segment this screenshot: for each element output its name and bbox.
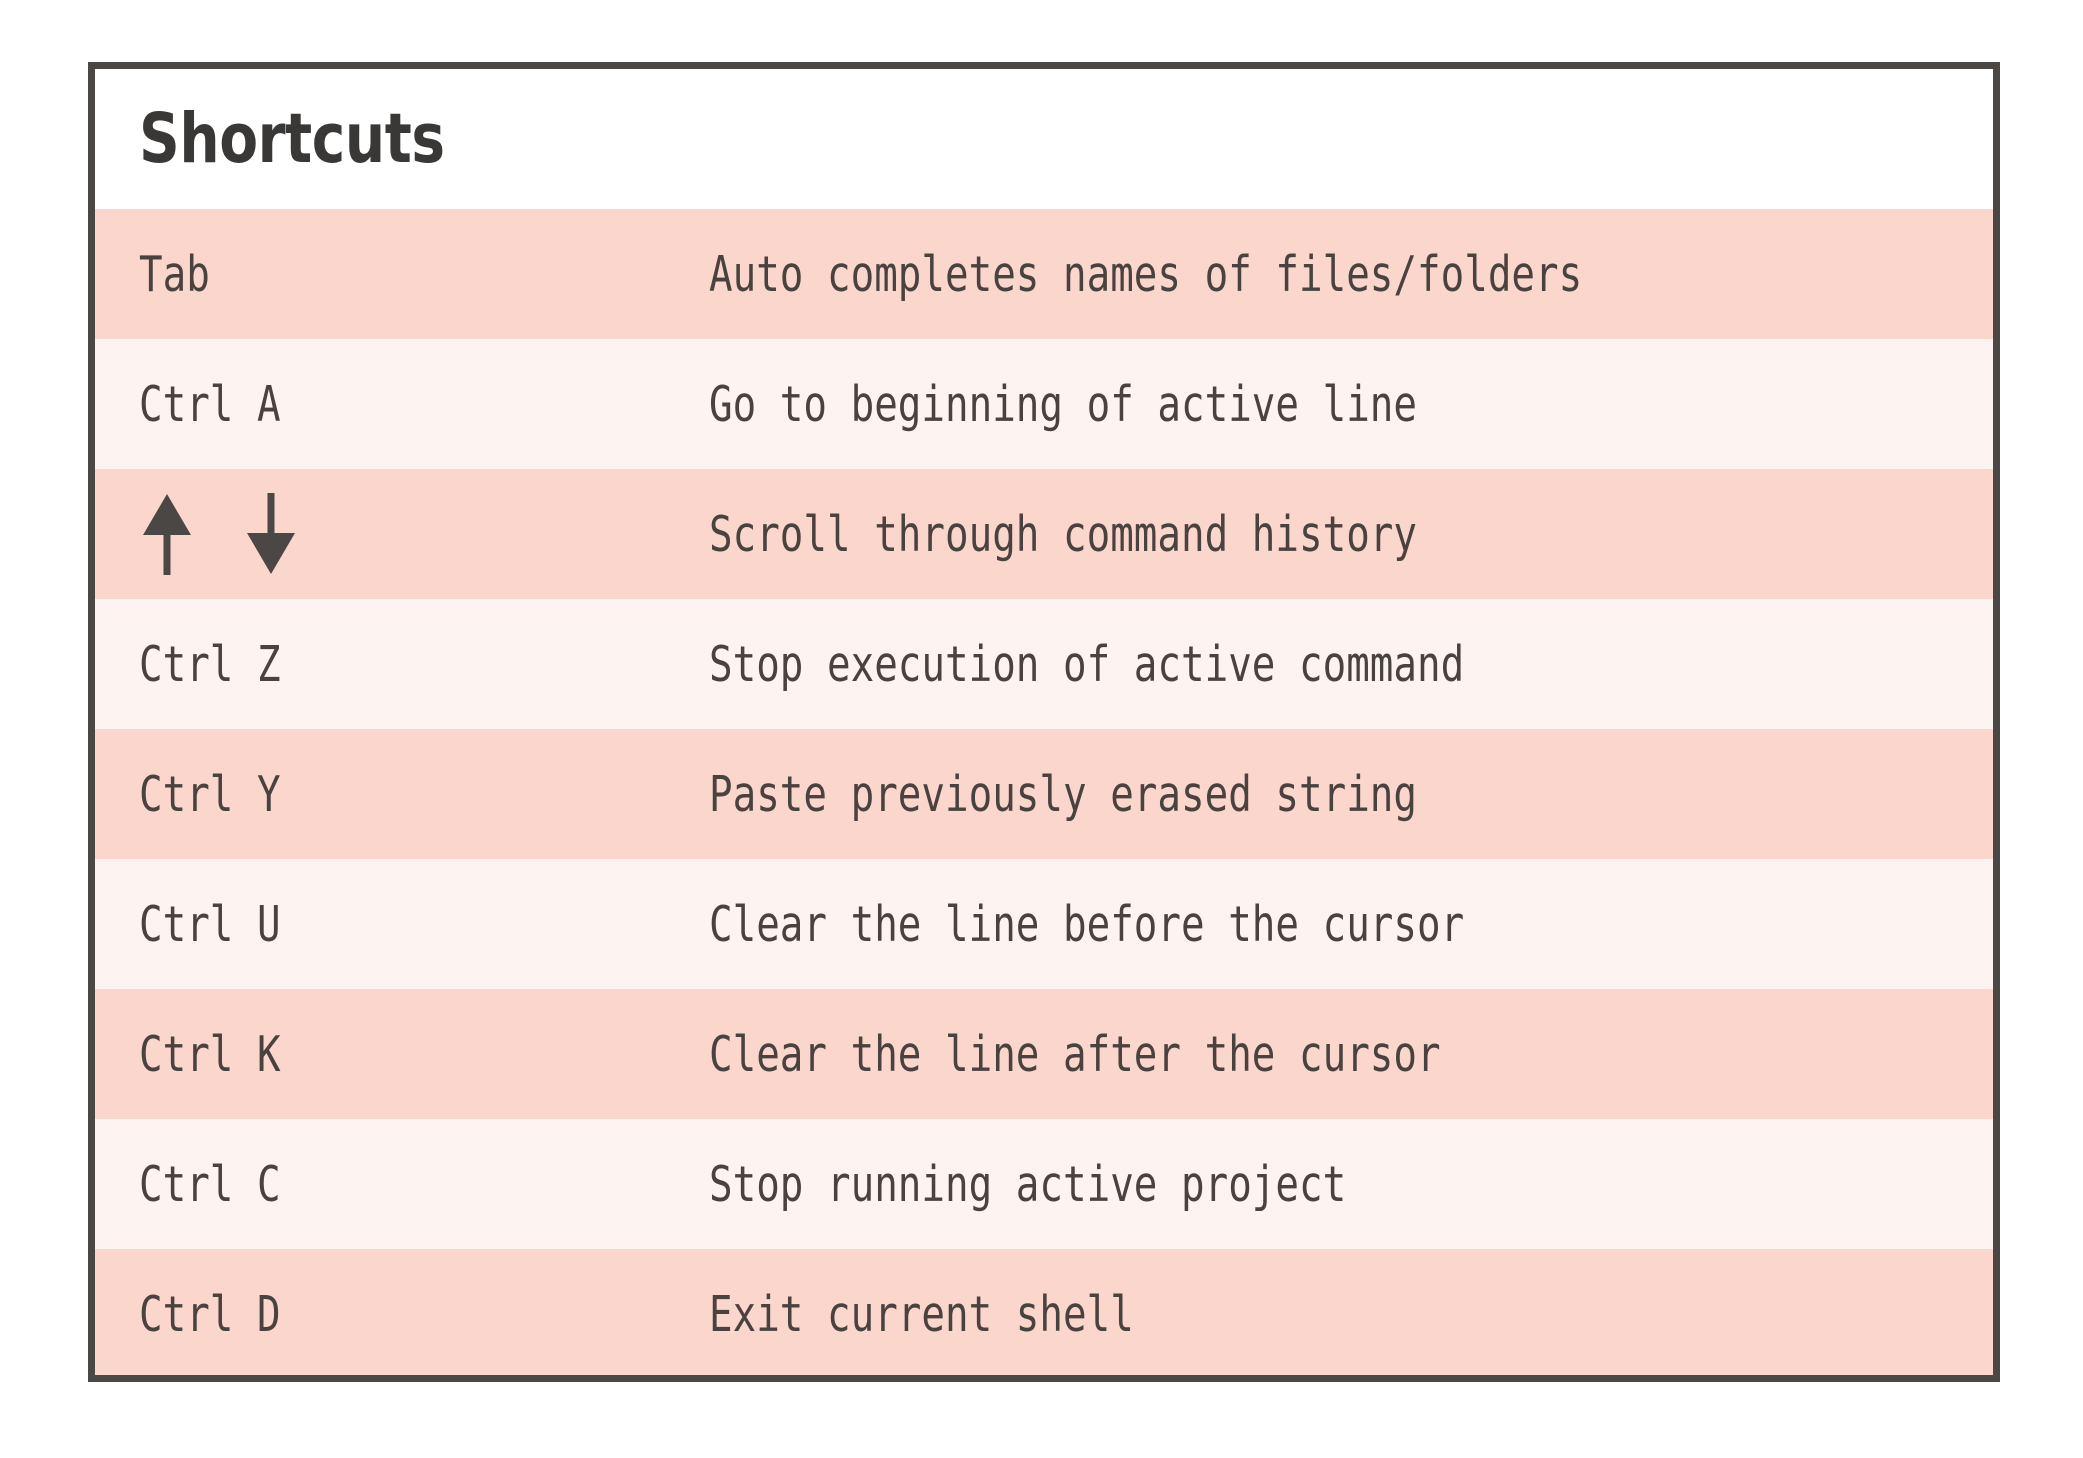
arrow-down-icon — [247, 493, 295, 574]
table-row: Scroll through command history — [95, 469, 1993, 599]
shortcut-key-cell: Tab — [139, 245, 210, 303]
table-row: Ctrl C Stop running active project — [95, 1119, 1993, 1249]
shortcut-description-cell: Scroll through command history — [709, 505, 1418, 563]
table-row: Ctrl A Go to beginning of active line — [95, 339, 1993, 469]
shortcut-description-cell: Stop running active project — [709, 1155, 1347, 1213]
table-row: Ctrl U Clear the line before the cursor — [95, 859, 1993, 989]
shortcut-description-cell: Paste previously erased string — [709, 765, 1418, 823]
card-header: Shortcuts — [95, 69, 1993, 209]
page-title: Shortcuts — [139, 98, 445, 179]
table-row: Ctrl K Clear the line after the cursor — [95, 989, 1993, 1119]
shortcut-key-cell — [139, 491, 709, 577]
arrow-up-icon — [143, 494, 191, 575]
shortcut-key-cell: Ctrl D — [139, 1285, 281, 1343]
shortcut-description-cell: Go to beginning of active line — [709, 375, 1418, 433]
shortcut-key-cell: Ctrl K — [139, 1025, 281, 1083]
table-row: Ctrl D Exit current shell — [95, 1249, 1993, 1375]
table-row: Ctrl Z Stop execution of active command — [95, 599, 1993, 729]
table-row: Tab Auto completes names of files/folders — [95, 209, 1993, 339]
table-row: Ctrl Y Paste previously erased string — [95, 729, 1993, 859]
shortcut-description-cell: Auto completes names of files/folders — [709, 245, 1583, 303]
shortcut-description-cell: Exit current shell — [709, 1285, 1134, 1343]
shortcuts-card: Shortcuts Tab Auto completes names of fil… — [88, 62, 2000, 1382]
shortcut-description-cell: Clear the line before the cursor — [709, 895, 1465, 953]
shortcut-key-cell: Ctrl U — [139, 895, 281, 953]
shortcuts-table: Tab Auto completes names of files/folders… — [95, 209, 1993, 1375]
shortcut-key-cell: Ctrl A — [139, 375, 281, 433]
shortcut-description-cell: Stop execution of active command — [709, 635, 1465, 693]
shortcut-key-cell: Ctrl Z — [139, 635, 281, 693]
shortcut-key-cell: Ctrl Y — [139, 765, 281, 823]
shortcut-description-cell: Clear the line after the cursor — [709, 1025, 1441, 1083]
shortcut-key-cell: Ctrl C — [139, 1155, 281, 1213]
